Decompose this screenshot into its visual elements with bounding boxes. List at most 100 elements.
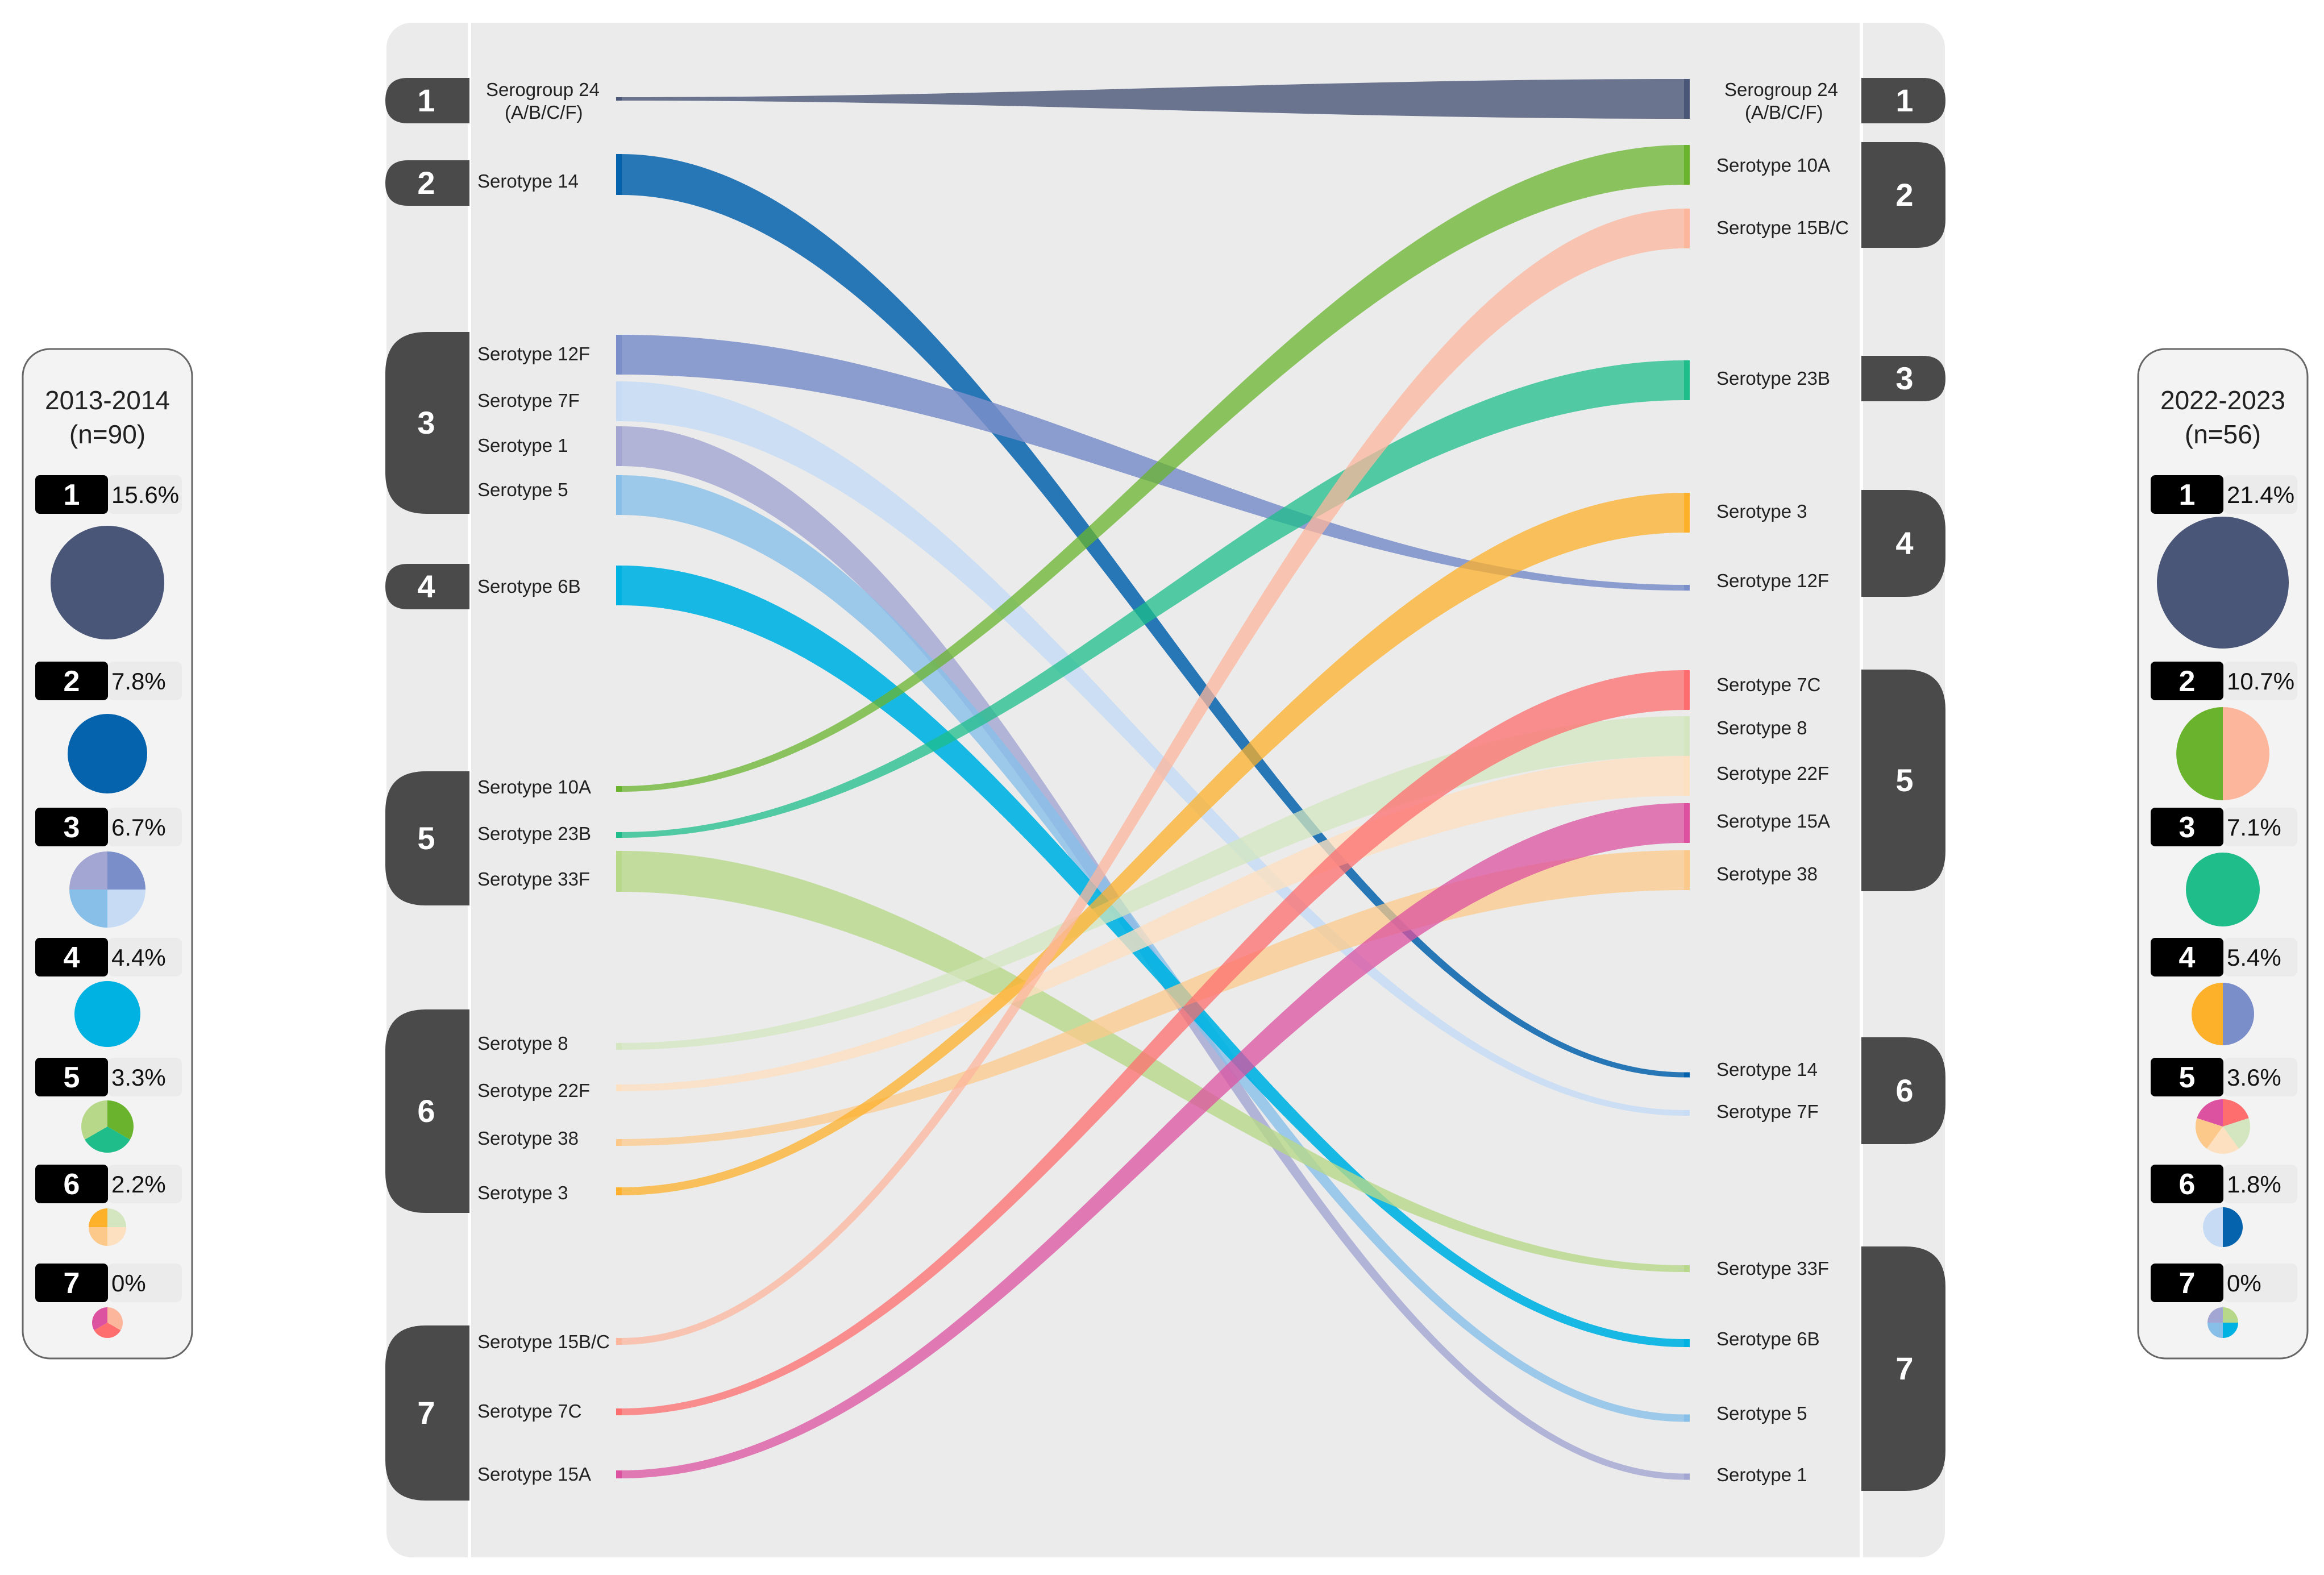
right_panel-pie-2-slice-st10A — [2176, 707, 2223, 800]
left_panel-rank-percent: 7.8% — [111, 668, 166, 695]
left_panel-rank-percent: 3.3% — [111, 1064, 166, 1091]
right-period-n: (n=56) — [2185, 419, 2261, 449]
right-end-bar-st15BC — [1684, 209, 1690, 248]
right_panel-rank-number: 3 — [2179, 811, 2196, 844]
left_panel-pie-5-slice-st33F — [81, 1100, 107, 1140]
right_panel-pie-7-slice-st5 — [2207, 1323, 2223, 1338]
right-period-title: 2022-2023 — [2160, 385, 2285, 415]
left-end-bar-st10A — [616, 786, 622, 792]
left_panel-pie-7-slice-st15A — [92, 1307, 107, 1331]
left-label-st7F: Serotype 7F — [477, 390, 580, 411]
right_panel-pie-6-slice-st7F — [2203, 1207, 2223, 1247]
right-end-bar-st1 — [1684, 1473, 1690, 1480]
left_panel-rank-number: 6 — [64, 1168, 80, 1201]
flow-st15BC — [621, 209, 1685, 1345]
left_panel-rank-chip-1 — [35, 475, 108, 514]
right_panel-rank-number: 4 — [2179, 941, 2196, 974]
left-label-sg24: Serogroup 24(A/B/C/F) — [486, 79, 600, 123]
right-group-badge-label: 2 — [1895, 177, 1913, 213]
right-label-st15BC: Serotype 15B/C — [1716, 217, 1849, 238]
right_panel-rank-percent: 0% — [2227, 1270, 2261, 1296]
left-group-badge-3 — [385, 332, 469, 514]
left-end-bar-st12F — [616, 335, 622, 375]
right_panel-rank-chip-6 — [2151, 1165, 2223, 1203]
right-label-st33F: Serotype 33F — [1716, 1258, 1829, 1279]
right_panel-pie-3-slice-st23B — [2186, 853, 2260, 926]
right-label-st7F: Serotype 7F — [1716, 1101, 1819, 1122]
left_panel-pie-7-slice-st15BC — [107, 1307, 123, 1331]
left-label-st8: Serotype 8 — [477, 1033, 568, 1054]
left_panel-pct-bg-5 — [108, 1058, 182, 1096]
left_panel-pct-bg-2 — [108, 662, 182, 700]
left-group-badge-6 — [385, 1009, 469, 1213]
right_panel-rank-percent: 21.4% — [2227, 481, 2294, 508]
left-end-bar-st38 — [616, 1139, 622, 1146]
left-end-bar-st15BC — [616, 1338, 622, 1345]
left-label-st38: Serotype 38 — [477, 1128, 579, 1149]
left_panel-pie-3-slice-st7F — [107, 890, 145, 928]
left_panel-rank-chip-7 — [35, 1264, 108, 1302]
flow-st3 — [621, 493, 1685, 1195]
right-label-st14: Serotype 14 — [1716, 1059, 1818, 1080]
right-end-bar-st23B — [1684, 360, 1690, 400]
left-group-badge-1 — [385, 78, 469, 123]
right_panel-rank-number: 2 — [2179, 665, 2196, 698]
right_panel-pie-5-slice-st22F — [2206, 1127, 2239, 1154]
left_panel-pie-1-slice-sg24 — [51, 526, 164, 639]
left_panel-pie-4-slice-st6B — [74, 981, 140, 1047]
right_panel-pie-7-slice-st33F — [2223, 1307, 2238, 1323]
left_panel-rank-number: 1 — [64, 479, 80, 512]
right-label-st6B: Serotype 6B — [1716, 1328, 1820, 1349]
left-end-bar-sg24 — [616, 97, 622, 101]
left-end-bar-st22F — [616, 1084, 622, 1091]
right_panel-pie-5-slice-st8 — [2223, 1118, 2250, 1149]
left-label-st6B: Serotype 6B — [477, 576, 581, 597]
left-period-n: (n=90) — [69, 419, 145, 449]
right_panel-rank-chip-5 — [2151, 1058, 2223, 1096]
left-end-bar-st1 — [616, 426, 622, 466]
right_panel-pie-5-slice-st15A — [2197, 1099, 2223, 1127]
left-label-st23B: Serotype 23B — [477, 823, 591, 844]
right-label-st22F: Serotype 22F — [1716, 763, 1829, 784]
flow-st22F — [621, 756, 1685, 1091]
left-group-badge-label: 1 — [417, 82, 435, 118]
left-group-badge-label: 4 — [417, 568, 435, 604]
left_panel-rank-chip-3 — [35, 808, 108, 846]
left-label-st10A: Serotype 10A — [477, 776, 591, 797]
right-group-badge-5 — [1861, 670, 1945, 891]
left-label-st15A: Serotype 15A — [477, 1464, 591, 1485]
right_panel-pct-bg-1 — [2223, 475, 2297, 514]
flow-st10A — [621, 145, 1685, 792]
left_panel-rank-percent: 6.7% — [111, 814, 166, 841]
end-bar-layer — [616, 79, 1690, 1480]
right-group-badge-7 — [1861, 1246, 1945, 1491]
left_panel-pie-6-slice-st8 — [107, 1208, 126, 1227]
left_panel-rank-number: 7 — [64, 1267, 80, 1300]
left-group-badge-7 — [385, 1325, 469, 1501]
flow-st7F — [621, 381, 1685, 1116]
right_panel-rank-percent: 7.1% — [2227, 814, 2281, 841]
left-end-bar-st5 — [616, 475, 622, 515]
right-label-st10A: Serotype 10A — [1716, 155, 1830, 176]
left-end-bar-st7F — [616, 381, 622, 421]
right-end-bar-st7C — [1684, 670, 1690, 710]
right-end-bar-st12F — [1684, 585, 1690, 591]
right-group-badge-label: 7 — [1895, 1350, 1913, 1386]
left_panel-pct-bg-6 — [108, 1165, 182, 1203]
left_panel-pie-3-slice-st1 — [69, 851, 107, 890]
left_panel-pie-6-slice-st22F — [107, 1227, 126, 1246]
right-group-badge-1 — [1861, 78, 1945, 123]
left-end-bar-st33F — [616, 851, 622, 892]
left-label-st14: Serotype 14 — [477, 171, 579, 192]
left_panel-rank-percent: 4.4% — [111, 944, 166, 971]
left_panel-pie-2-slice-st14 — [68, 714, 147, 793]
right-label-st12F: Serotype 12F — [1716, 570, 1829, 591]
right_panel-rank-number: 6 — [2179, 1168, 2196, 1201]
left-group-badge-label: 7 — [417, 1395, 435, 1431]
left_panel-pct-bg-3 — [108, 808, 182, 846]
left_panel-rank-chip-4 — [35, 938, 108, 976]
right-label-st38: Serotype 38 — [1716, 863, 1818, 884]
left-end-bar-st7C — [616, 1408, 622, 1415]
